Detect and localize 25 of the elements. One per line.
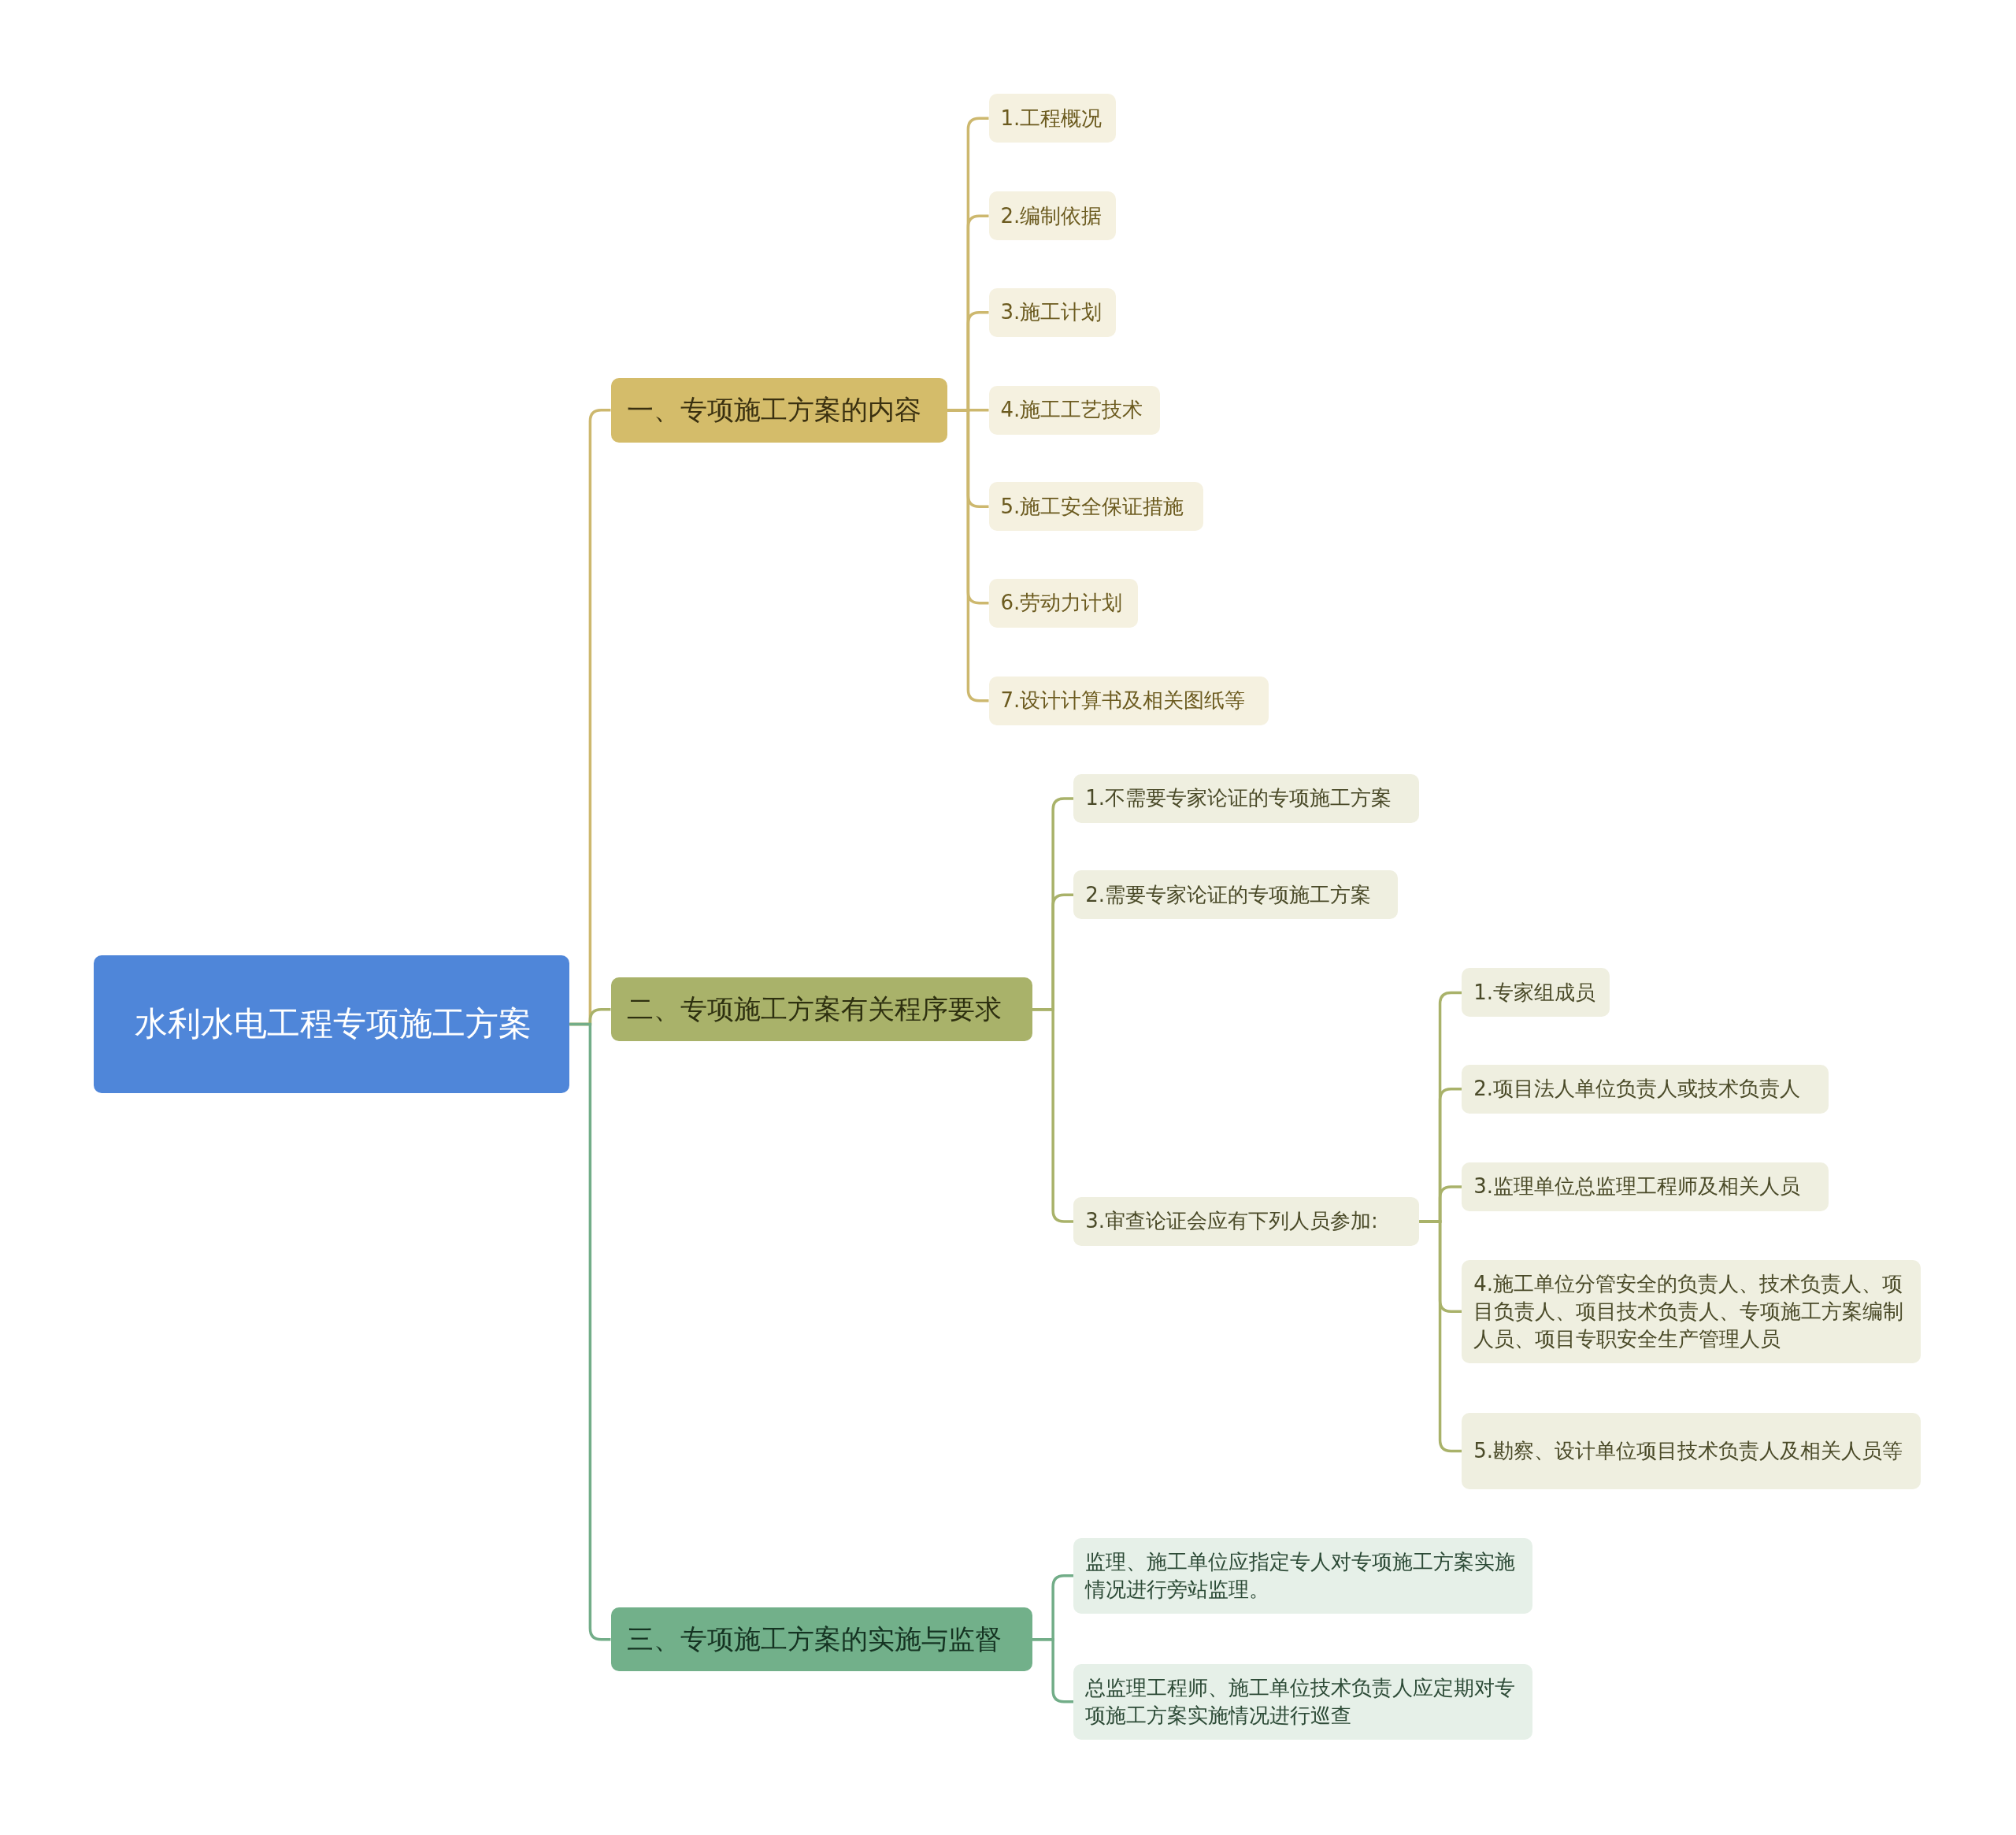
subtopic-box: 3.施工计划 bbox=[988, 287, 1117, 337]
subtopic-box: 1.工程概况 bbox=[988, 94, 1117, 143]
subtopic-box: 5.施工安全保证措施 bbox=[988, 482, 1204, 532]
subtopic-box: 2.编制依据 bbox=[988, 191, 1117, 241]
subtopic-box: 2.需要专家论证的专项施工方案 bbox=[1073, 870, 1398, 920]
subtopic-box: 监理、施工单位应指定专人对专项施工方案实施情况进行旁站监理。 bbox=[1073, 1537, 1533, 1614]
subtopic-box: 5.勘察、设计单位项目技术负责人及相关人员等 bbox=[1462, 1413, 1922, 1489]
branch-topic-box: 三、专项施工方案的实施与监督 bbox=[610, 1607, 1032, 1672]
subtopic-box: 总监理工程师、施工单位技术负责人应定期对专项施工方案实施情况进行巡查 bbox=[1073, 1663, 1533, 1740]
branch-topic-box: 二、专项施工方案有关程序要求 bbox=[610, 977, 1032, 1042]
subtopic-box: 1.专家组成员 bbox=[1462, 968, 1610, 1018]
connector-line bbox=[1032, 1007, 1074, 1223]
subtopic-box: 3.监理单位总监理工程师及相关人员 bbox=[1462, 1162, 1829, 1211]
connector-line bbox=[947, 409, 989, 702]
subtopic-box: 4.施工单位分管安全的负责人、技术负责人、项目负责人、项目技术负责人、专项施工方案编制人员、项目专职安全生产管理人员 bbox=[1462, 1260, 1922, 1363]
branch-topic-box: 一、专项施工方案的内容 bbox=[610, 378, 948, 443]
connector-line bbox=[1032, 1637, 1074, 1703]
subtopic-box: 6.劳动力计划 bbox=[988, 578, 1138, 628]
subtopic-box: 1.不需要专家论证的专项施工方案 bbox=[1073, 773, 1420, 823]
connector-line bbox=[569, 1022, 611, 1641]
subtopic-box: 3.审查论证会应有下列人员参加: bbox=[1073, 1197, 1420, 1247]
central-topic-box: 水利水电工程专项施工方案 bbox=[94, 955, 570, 1093]
subtopic-box: 4.施工工艺技术 bbox=[988, 385, 1160, 435]
subtopic-box: 2.项目法人单位负责人或技术负责人 bbox=[1462, 1064, 1829, 1114]
subtopic-box: 7.设计计算书及相关图纸等 bbox=[988, 676, 1269, 725]
